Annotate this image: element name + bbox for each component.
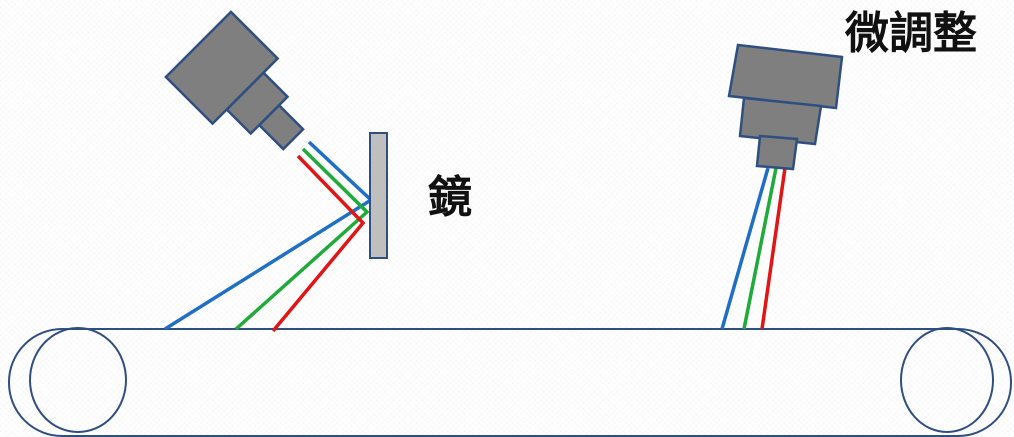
mirror-label: 鏡 <box>428 172 472 223</box>
conveyor-belt-body <box>8 328 1012 437</box>
ray-red-mirror <box>271 154 366 333</box>
fine-adjust-camera <box>727 43 844 171</box>
fine-adjust-rays <box>720 167 787 330</box>
conveyor-belt <box>8 327 1012 437</box>
fine-adjust-label: 微調整 <box>845 8 977 59</box>
conveyor-left-roller <box>29 327 127 433</box>
conveyor-right-roller <box>900 327 994 433</box>
ray-green-mirror <box>234 147 370 331</box>
tilted-camera <box>164 10 305 151</box>
fine-adjust-camera-lens-mid <box>738 96 823 146</box>
ray-blue-fine <box>720 167 770 330</box>
fine-adjust-camera-body <box>727 43 844 110</box>
ray-red-fine <box>760 167 787 330</box>
mirror <box>369 132 388 259</box>
ray-green-fine <box>742 167 778 330</box>
fine-adjust-camera-lens-tip <box>755 134 799 171</box>
mirror-rays <box>164 140 374 333</box>
tilted-camera-body <box>164 10 280 126</box>
